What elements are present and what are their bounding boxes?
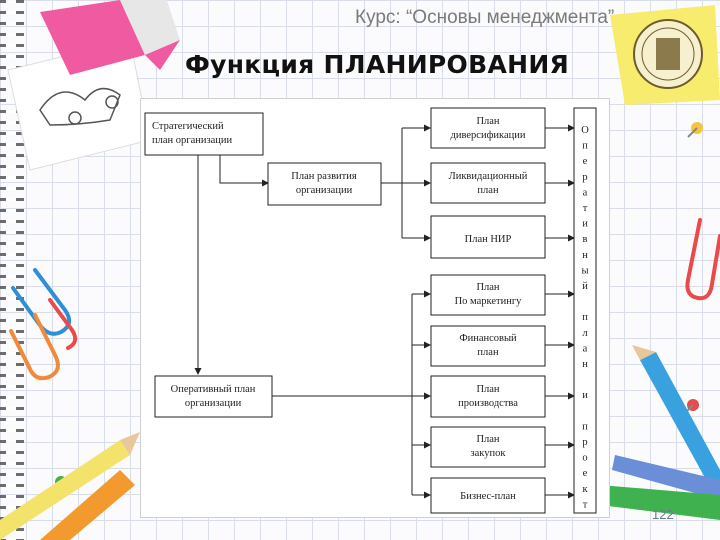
box-operational-plan: Оперативный план организации xyxy=(154,375,273,418)
vertical-label-letter: а xyxy=(583,343,588,354)
box-liquidation-line2: план xyxy=(477,185,499,196)
vertical-label-letter: т xyxy=(583,203,588,214)
paperclip-right-icon xyxy=(685,218,720,301)
vertical-label-letter: п xyxy=(582,312,588,323)
vertical-label-letter: й xyxy=(582,281,588,292)
vertical-label-letter: р xyxy=(582,437,587,448)
box-rnd-plan: План НИР xyxy=(430,215,546,259)
box-purchasing-plan: План закупок xyxy=(430,426,546,468)
box-diversification-plan: План диверсификации xyxy=(430,107,546,149)
vertical-label-letter: е xyxy=(583,468,588,479)
pencil-right-icon xyxy=(600,345,720,520)
vertical-label-letter: и xyxy=(582,390,588,401)
vertical-label-letter: а xyxy=(583,187,588,198)
box-marketing-line2: По маркетингу xyxy=(455,296,523,307)
box-strategic-plan: Стратегический план организации xyxy=(144,112,264,156)
vertical-label-letter: н xyxy=(582,359,588,370)
vertical-label-letter: р xyxy=(582,172,587,183)
box-diversification-line2: диверсификации xyxy=(451,130,526,141)
vertical-label-letter: п xyxy=(582,421,588,432)
vertical-label-letter: и xyxy=(582,219,588,230)
box-marketing-line1: План xyxy=(476,282,499,293)
slide-number: 122 xyxy=(652,507,674,522)
box-business-line1: Бизнес-план xyxy=(460,491,516,502)
box-production-line2: производства xyxy=(458,398,518,409)
box-marketing-plan: План По маркетингу xyxy=(430,274,546,316)
box-financial-plan: Финансовый план xyxy=(430,325,546,367)
box-development-plan: План развития организации xyxy=(267,162,382,206)
vertical-label-letter: п xyxy=(582,141,588,152)
box-business-plan: Бизнес-план xyxy=(430,477,546,514)
vertical-label-letter: н xyxy=(582,250,588,261)
connector-lines xyxy=(194,124,575,499)
box-financial-line1: Финансовый xyxy=(459,333,517,344)
vertical-label-letter: т xyxy=(583,499,588,510)
box-production-plan: План производства xyxy=(430,375,546,418)
box-diversification-line1: План xyxy=(476,116,499,127)
box-purchasing-line2: закупок xyxy=(471,448,507,459)
box-development-line2: организации xyxy=(296,185,353,196)
box-strategic-line1: Стратегический xyxy=(152,121,224,132)
box-rnd-line1: План НИР xyxy=(465,234,512,245)
box-operational-line1: Оперативный план xyxy=(171,384,256,395)
box-liquidation-plan: Ликвидационный план xyxy=(430,162,546,204)
box-liquidation-line1: Ликвидационный xyxy=(449,171,528,182)
vertical-label-letter: о xyxy=(582,453,587,464)
box-purchasing-line1: План xyxy=(476,434,499,445)
vertical-label-letter: е xyxy=(583,156,588,167)
vertical-label-letter: л xyxy=(582,328,587,339)
box-financial-line2: план xyxy=(477,347,499,358)
vertical-label-letter: О xyxy=(581,125,589,136)
box-production-line1: План xyxy=(476,384,499,395)
paperclip-icon xyxy=(9,268,78,381)
box-operational-line2: организации xyxy=(185,398,242,409)
box-operational-and-project-plan xyxy=(573,107,597,514)
vertical-label-letter: в xyxy=(583,234,588,245)
pink-marker-icon xyxy=(40,0,180,75)
pencil-icon xyxy=(0,432,140,540)
box-development-line1: План развития xyxy=(291,171,357,182)
box-strategic-line2: план организации xyxy=(152,135,233,146)
sticky-note-right xyxy=(610,5,720,105)
vertical-label-letter: ы xyxy=(581,265,588,276)
vertical-label-letter: к xyxy=(582,484,588,495)
course-title: Курс: “Основы менеджмента” xyxy=(355,7,615,28)
slide-title: Функция ПЛАНИРОВАНИЯ xyxy=(185,50,570,79)
